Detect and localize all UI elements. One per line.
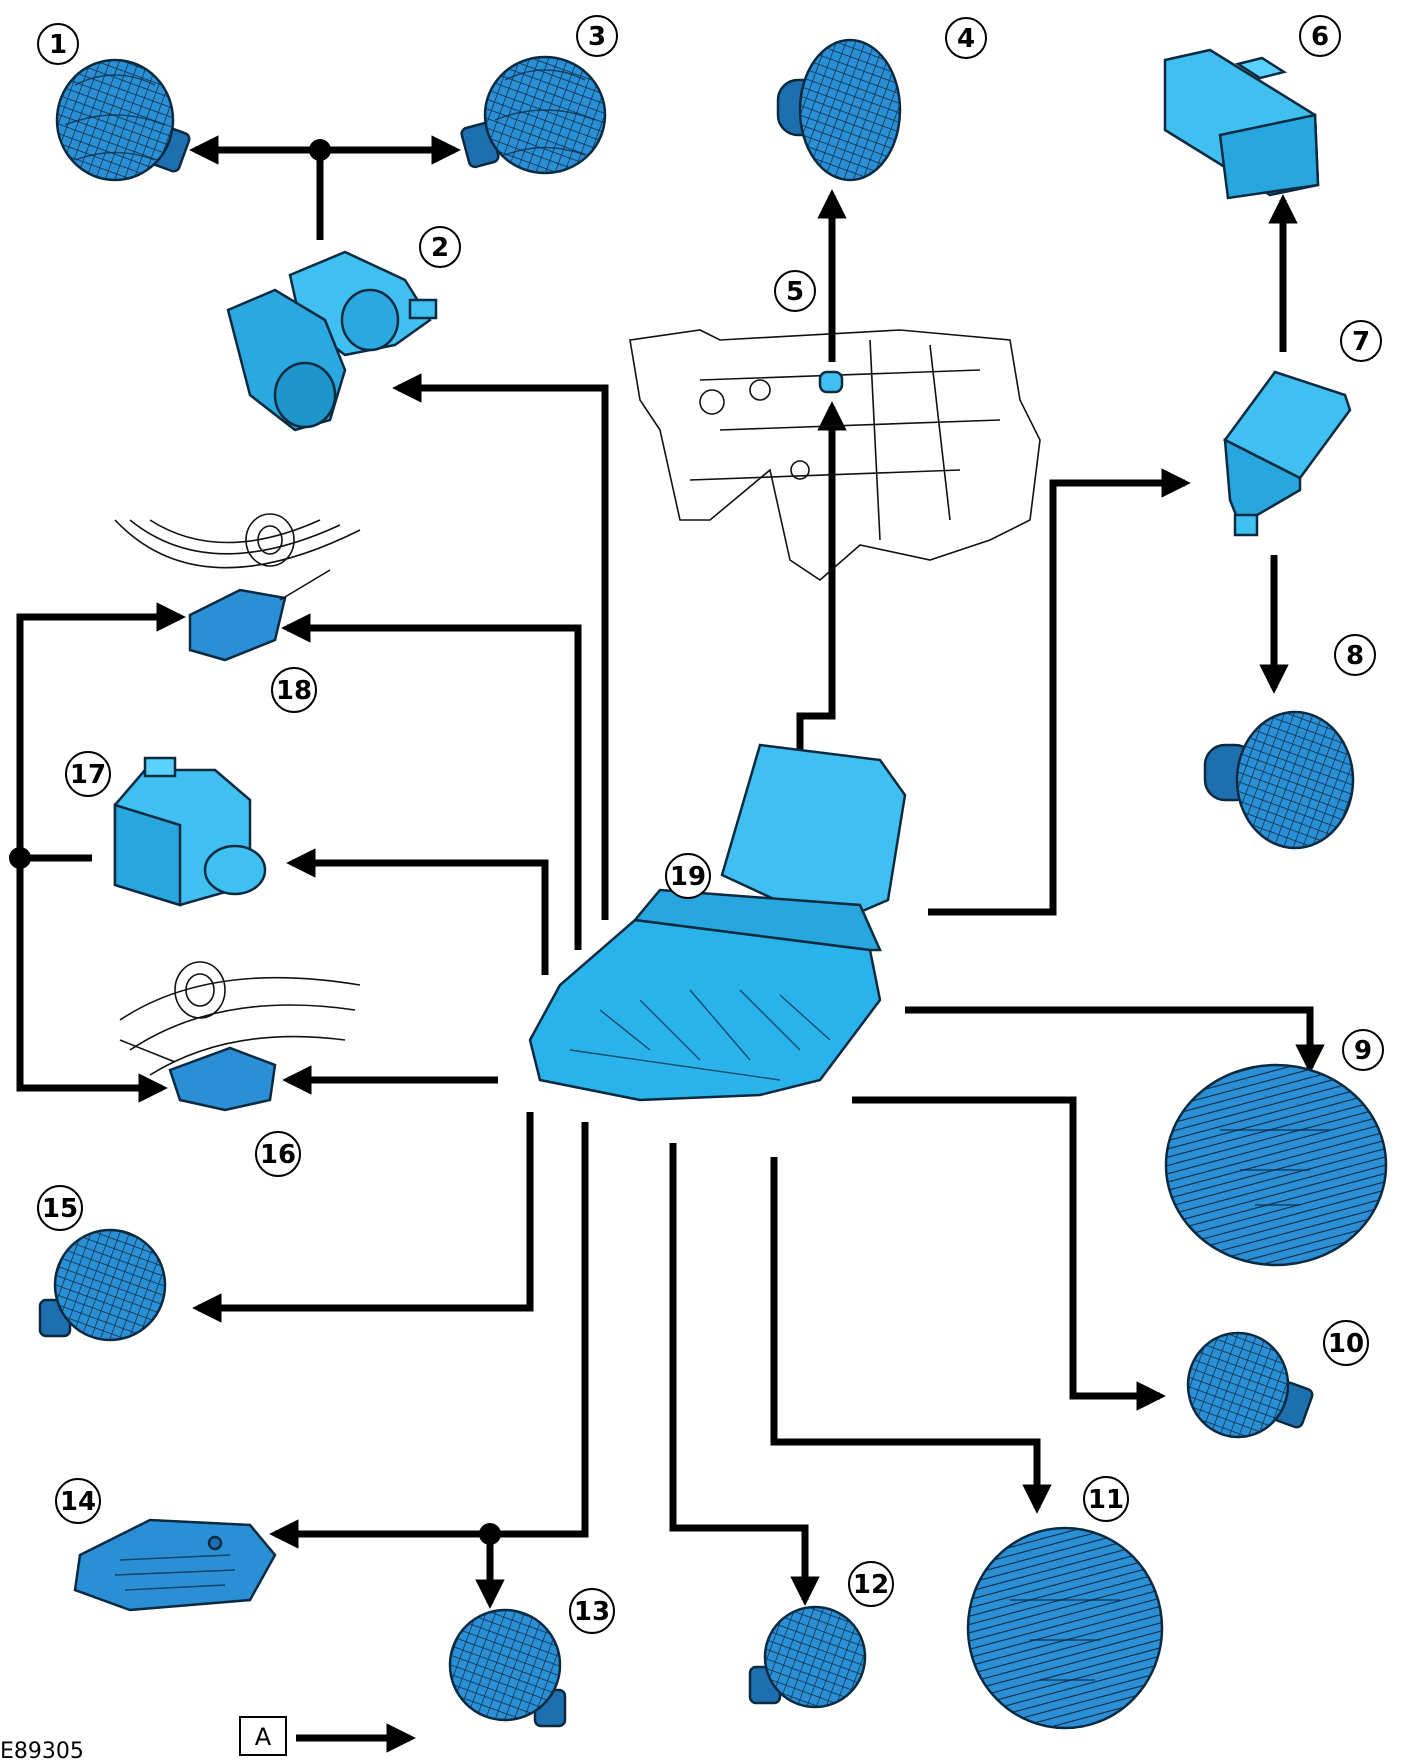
callout-9: 9: [1342, 1029, 1384, 1071]
callout-6: 6: [1299, 15, 1341, 57]
wire-17-to-18: [16, 602, 186, 858]
figure-code: E89305: [0, 1739, 84, 1762]
svg-text:3: 3: [588, 22, 606, 52]
component-11-headlamp: [966, 1526, 1164, 1730]
callout-16: 16: [255, 1131, 301, 1177]
callout-17: 17: [65, 751, 111, 797]
component-5-gearbox: [629, 329, 1041, 582]
wire-19-to-14: [269, 1122, 589, 1549]
callout-11: 11: [1083, 1476, 1129, 1522]
callout-15: 15: [37, 1185, 83, 1231]
wire-19-to-2: [392, 373, 609, 920]
callout-12: 12: [848, 1561, 894, 1607]
component-9-headlamp: [1164, 1063, 1388, 1267]
wire-19-to-10: [852, 1096, 1166, 1411]
svg-text:18: 18: [276, 676, 312, 706]
callout-19: 19: [665, 853, 711, 899]
wire-19-to-15: [192, 1112, 534, 1323]
wire-19-to-12: [669, 1143, 820, 1606]
svg-text:12: 12: [853, 1570, 889, 1600]
callout-4: 4: [945, 17, 987, 59]
svg-text:19: 19: [670, 862, 706, 892]
callout-14: 14: [55, 1478, 101, 1524]
svg-text:4: 4: [957, 24, 975, 54]
svg-text:14: 14: [60, 1487, 96, 1517]
callout-7: 7: [1340, 320, 1382, 362]
junction-dot: [309, 139, 331, 161]
component-12-lamp: [748, 1605, 867, 1709]
wire-19-to-17: [286, 848, 549, 975]
legend: A: [239, 1716, 287, 1756]
svg-text:9: 9: [1354, 1036, 1372, 1066]
callout-2: 2: [419, 226, 461, 268]
component-1-lamp: [55, 58, 191, 182]
svg-text:10: 10: [1328, 1329, 1364, 1359]
svg-text:5: 5: [786, 277, 804, 307]
wire-19-to-7: [928, 468, 1191, 916]
wire-19-to-11: [770, 1157, 1052, 1514]
svg-text:6: 6: [1311, 22, 1329, 52]
svg-text:16: 16: [260, 1140, 296, 1170]
wire-19-to-18: [281, 613, 582, 950]
callout-5: 5: [774, 270, 816, 312]
component-13-lamp: [448, 1608, 567, 1728]
svg-text:1: 1: [49, 30, 67, 60]
junction-dot: [9, 847, 31, 869]
wire-2-to-1: [189, 135, 324, 240]
component-10-lamp: [1186, 1331, 1314, 1439]
callout-1: 1: [37, 23, 79, 65]
callout-8: 8: [1334, 634, 1376, 676]
component-6-switch: [1163, 48, 1320, 200]
component-16-sensor: [119, 961, 361, 1112]
svg-text:8: 8: [1346, 641, 1364, 671]
component-15-lamp: [38, 1228, 167, 1342]
svg-text:13: 13: [574, 1597, 610, 1627]
component-7-relay: [1223, 370, 1352, 537]
component-14-side-lamp: [73, 1518, 277, 1612]
junctions: [9, 139, 501, 1545]
junction-dot: [479, 1523, 501, 1545]
component-17-module: [113, 756, 267, 907]
component-2-switches: [226, 250, 438, 432]
callout-13: 13: [569, 1588, 615, 1634]
callout-3: 3: [576, 15, 618, 57]
component-3-lamp: [460, 55, 607, 175]
legend-box: [239, 1716, 287, 1756]
component-19-control-module: [528, 743, 907, 1102]
svg-text:2: 2: [431, 233, 449, 263]
legend-box-label: A: [255, 1723, 272, 1751]
component-4-lamp: [776, 38, 902, 182]
wire-17-to-16: [16, 858, 168, 1103]
callout-10: 10: [1323, 1320, 1369, 1366]
svg-text:15: 15: [42, 1194, 78, 1224]
component-18-sensor: [114, 513, 361, 662]
wire-19-to-9: [905, 1006, 1325, 1074]
component-8-lamp: [1203, 710, 1355, 850]
callouts: 1 2 3 4 5 6 7 8 9 10 11 12 13 14 15 16 1…: [37, 15, 1384, 1634]
callout-18: 18: [271, 667, 317, 713]
svg-text:17: 17: [70, 760, 106, 790]
svg-text:7: 7: [1352, 327, 1370, 357]
wires: [16, 135, 1325, 1753]
svg-text:11: 11: [1088, 1485, 1124, 1515]
